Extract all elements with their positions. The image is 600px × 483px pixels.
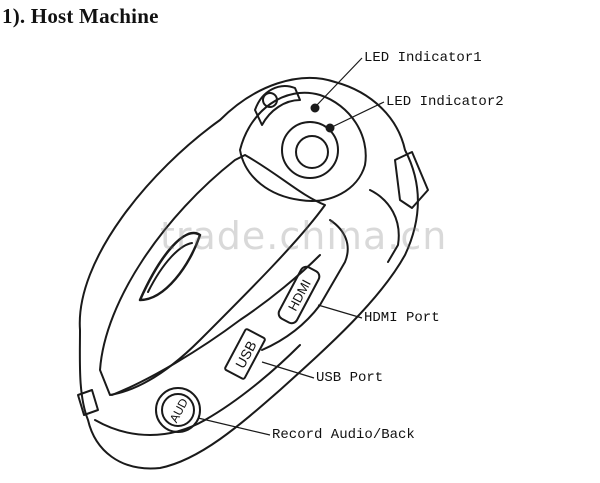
led-indicator-1 bbox=[310, 103, 320, 113]
hdmi-port bbox=[277, 265, 321, 325]
side-knob bbox=[394, 151, 429, 209]
aud-marking: AUD bbox=[167, 396, 191, 425]
callout-hdmi-port: HDMI Port bbox=[364, 310, 440, 326]
lens-housing bbox=[239, 91, 367, 202]
usb-port bbox=[224, 328, 266, 380]
callout-led-indicator-2: LED Indicator2 bbox=[386, 94, 504, 110]
leader-aud bbox=[197, 417, 271, 436]
lens-ring bbox=[281, 121, 339, 179]
callout-usb-port: USB Port bbox=[316, 370, 384, 386]
left-latch bbox=[77, 389, 99, 416]
leader-led2 bbox=[331, 101, 385, 128]
callout-led-indicator-1: LED Indicator1 bbox=[364, 50, 482, 66]
top-button-icon bbox=[262, 92, 278, 108]
callout-record-audio: Record Audio/Back bbox=[272, 427, 415, 443]
led-indicator-2 bbox=[325, 123, 335, 133]
leader-usb bbox=[261, 361, 315, 379]
lens-ring-inner bbox=[295, 135, 329, 169]
aud-button bbox=[155, 387, 201, 433]
side-bracket bbox=[369, 189, 400, 263]
aud-button-rim bbox=[161, 393, 195, 427]
leader-hdmi bbox=[317, 304, 363, 319]
grip-ridge bbox=[138, 231, 202, 302]
diagram-title: 1). Host Machine bbox=[2, 4, 159, 28]
usb-marking: USB bbox=[232, 338, 260, 371]
device-body-outline bbox=[78, 76, 419, 470]
leader-led1 bbox=[315, 57, 363, 107]
grip-ridge-inner bbox=[147, 242, 193, 293]
watermark: trade.china.cn bbox=[160, 214, 448, 258]
side-panel bbox=[99, 154, 326, 396]
top-cap bbox=[254, 85, 301, 126]
